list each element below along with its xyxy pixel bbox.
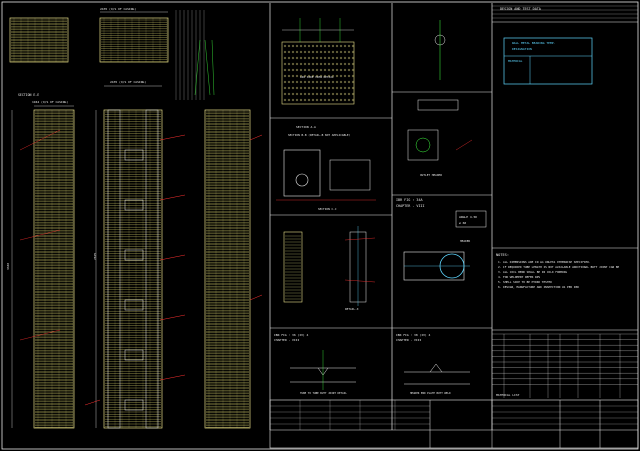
section-cc-label: SECTION C-C (318, 207, 337, 211)
dim-vertical-right: 2625 (93, 253, 97, 260)
note-4: 4. FOR WELDMENT REFER WPS (498, 275, 540, 279)
air-side-view (281, 18, 355, 105)
chapter-right: CHAPTER - VIII (396, 338, 421, 342)
detail-label: DETAIL-X (345, 307, 359, 311)
material-list-label: MATERIAL LIST (496, 393, 520, 397)
weld-detail-right: HEADER END PLATE BUTT WELD (410, 391, 451, 395)
front-view-frames (107, 109, 159, 429)
coil-top-view-right (99, 17, 169, 63)
section-bb-label: SECTION B-B (DETAIL-B NOT APPLICABLE) (288, 133, 351, 137)
chapter-left: CHAPTER - VIII (274, 338, 299, 342)
chapter-mid: CHAPTER - VIII (396, 204, 425, 208)
scale-box-text-2: ø 60 (459, 221, 466, 225)
small-detail-views (276, 18, 473, 390)
casing-width-left: 1944 (O/S OF CASING) (32, 100, 68, 104)
header-label: HEADER (460, 239, 470, 243)
design-data-title: DESIGN AND TEST DATA (500, 7, 541, 11)
outlet-header-view (407, 20, 473, 161)
scale-box-text: ANGLE 4.5D (459, 215, 477, 219)
air-side-view-label: AIR SIDE VIEW DETAIL (300, 75, 334, 79)
data-box-line-3: MATERIAL (508, 59, 523, 63)
coil-elevation-views (9, 10, 263, 429)
note-5: 5. SHELL SIDE TO BE HYDRO TESTED (498, 280, 552, 284)
section-aa-label: SECTION A-A (296, 125, 316, 129)
casing-width-mid: 2435 (O/S OF CASING) (110, 80, 146, 84)
dim-vertical-left: 3340 (6, 263, 10, 270)
weld-detail-left: TUBE TO TUBE BUTT JOINT DETAIL (300, 391, 347, 395)
dimension-lines (11, 10, 263, 428)
ibr-fig-right: IBR FIG : 38 (IV) 4 (396, 333, 431, 337)
coil-section-ee (33, 109, 75, 429)
casing-width-top: 2435 (O/S OF CASING) (100, 7, 136, 11)
title-block-grid (270, 400, 638, 430)
data-box-line-1: WALL METAL BEARING TEMP. (512, 41, 556, 45)
notes-title: NOTES: (496, 253, 509, 257)
ibr-fig-left: IBR FIG : 36 (IV) 4 (274, 333, 309, 337)
material-table (492, 5, 638, 398)
ibr-fig-mid: IBR FIG : 34A (396, 198, 423, 202)
butt-weld-detail-right (404, 363, 470, 385)
section-cc-view (283, 226, 376, 306)
coil-side-view (204, 109, 251, 429)
coil-top-view-left (9, 17, 69, 63)
note-6: 6. DESIGN, MANUFACTURE AND INSPECTION AS… (498, 285, 579, 289)
coil-front-view (103, 109, 163, 429)
butt-weld-detail-left (290, 350, 356, 390)
outlet-header-label: OUTLET HEADER (420, 173, 442, 177)
note-3: 3. ALL COIL BEND SHALL BE IN COLD FORMIN… (498, 270, 567, 274)
design-data-box (503, 37, 593, 85)
note-2: 2. IF REQUIRED TUBE LENGTH IS NOT AVAILA… (498, 265, 620, 269)
section-bb-view (276, 149, 376, 201)
scale-box (455, 210, 487, 228)
note-1: 1. ALL DIMENSIONS ARE IN mm UNLESS OTHER… (498, 260, 591, 264)
header-flange-view (403, 251, 470, 281)
data-box-line-2: DESIGNATION (512, 47, 532, 51)
section-ee-label: SECTION E-E (18, 93, 39, 97)
